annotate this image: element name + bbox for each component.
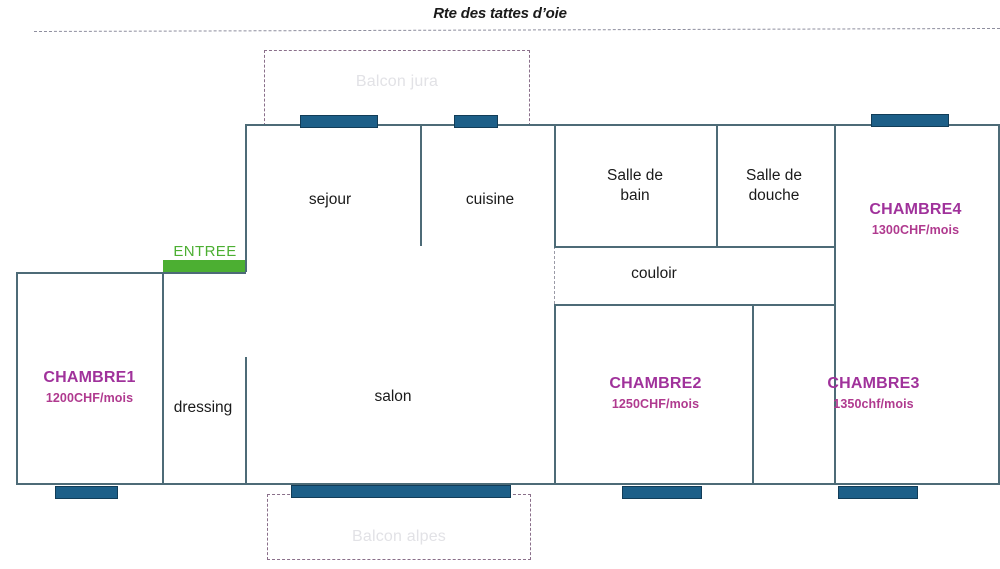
balcony-jura-label: Balcon jura (355, 73, 439, 90)
room-label-couloir: couloir (631, 265, 677, 282)
room-label-salle-de-douche: Salle de douche (716, 166, 832, 206)
wall-top-main (245, 124, 1000, 126)
chambre3-name: CHAMBRE3 (827, 375, 920, 392)
wall-center-lower (554, 304, 556, 484)
wall-sejour-cuisine (420, 124, 422, 246)
chambre2-name: CHAMBRE2 (609, 375, 702, 392)
wall-bain-douche (716, 124, 718, 246)
chambre3-price: 1350chf/mois (833, 397, 914, 411)
street-dashed-line (33, 27, 1000, 32)
room-label-sejour: sejour (308, 191, 352, 208)
wall-annex-top (16, 272, 246, 274)
wall-right-outer (998, 124, 1000, 484)
wall-annex-bottom (16, 483, 246, 485)
room-chambre2: CHAMBRE2 1250CHF/mois (585, 375, 726, 411)
window-salon-bottom (291, 485, 511, 498)
salle-de-bain-line2: bain (620, 187, 650, 204)
entrance-door[interactable] (163, 260, 245, 272)
doorway-couloir-salon (554, 246, 555, 304)
room-label-salle-de-bain: Salle de bain (560, 166, 710, 206)
salle-de-bain-line1: Salle de (606, 167, 663, 184)
chambre1-price: 1200CHF/mois (45, 391, 134, 405)
room-chambre3: CHAMBRE3 1350chf/mois (803, 375, 944, 411)
wall-bottom-main (245, 483, 1000, 485)
wall-dressing-salon (245, 357, 247, 484)
room-label-salon: salon (374, 388, 412, 405)
chambre4-name: CHAMBRE4 (869, 201, 962, 218)
window-chambre1-bottom (55, 486, 118, 499)
window-chambre4-top (871, 114, 949, 127)
chambre1-name: CHAMBRE1 (43, 369, 136, 386)
chambre4-price: 1300CHF/mois (871, 223, 960, 237)
balcony-alpes-label: Balcon alpes (351, 528, 447, 545)
chambre2-price: 1250CHF/mois (611, 397, 700, 411)
room-label-cuisine: cuisine (465, 191, 515, 208)
room-chambre4: CHAMBRE4 1300CHF/mois (845, 201, 986, 237)
window-sejour-top (300, 115, 378, 128)
wall-left-main-upper (245, 124, 247, 272)
window-chambre3-bottom (838, 486, 918, 499)
salle-de-douche-line2: douche (748, 187, 800, 204)
room-label-dressing: dressing (173, 399, 233, 416)
wall-annex-left (16, 272, 18, 484)
salle-de-douche-line1: Salle de (745, 167, 802, 184)
window-chambre2-bottom (622, 486, 702, 499)
wall-bath-bottom (554, 246, 834, 248)
window-cuisine-top (454, 115, 498, 128)
wall-chambre2-chambre3 (752, 304, 754, 484)
entrance-label: ENTREE (173, 243, 237, 260)
wall-chambre1-dressing (162, 272, 164, 484)
street-name-label: Rte des tattes d’oie (433, 5, 567, 22)
wall-center-upper (554, 124, 556, 246)
wall-couloir-bottom (554, 304, 834, 306)
wall-chambre4-left (834, 124, 836, 484)
balcony-alpes: Balcon alpes (267, 494, 531, 560)
room-chambre1: CHAMBRE1 1200CHF/mois (19, 369, 160, 405)
